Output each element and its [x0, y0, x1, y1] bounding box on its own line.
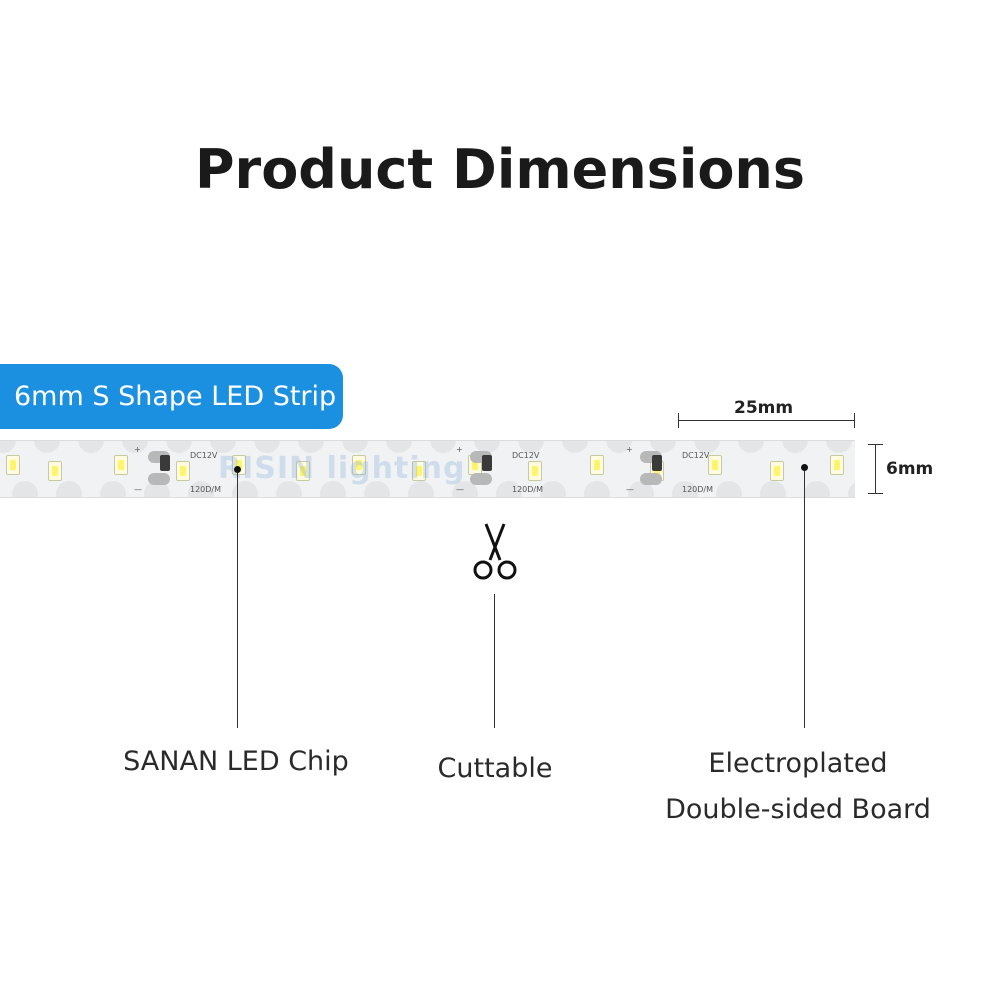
strip-pad: [298, 441, 324, 453]
scissors-icon: [473, 523, 517, 580]
polarity-minus-mark: —: [626, 485, 634, 494]
chip-callout-line: [237, 470, 238, 728]
cut-callout-label: Cuttable: [437, 753, 553, 784]
led-chip: [708, 455, 722, 475]
board-callout-label-line2: Double-sided Board: [665, 794, 931, 825]
width-dimension-tick-bottom: [868, 493, 883, 494]
strip-pad: [738, 441, 764, 453]
strip-pad: [144, 481, 170, 497]
strip-pad: [474, 441, 500, 453]
chip-callout-label: SANAN LED Chip: [123, 746, 349, 777]
resistor: [652, 455, 662, 471]
resistor: [160, 455, 170, 471]
strip-pad: [562, 441, 588, 453]
strip-pad: [760, 481, 786, 497]
solder-pad: [470, 473, 492, 485]
cut-callout-line: [494, 594, 495, 728]
strip-pad: [0, 441, 16, 453]
page-title: Product Dimensions: [194, 138, 806, 201]
strip-pad: [210, 441, 236, 453]
strip-pad: [848, 481, 855, 497]
led-chip: [412, 461, 426, 481]
strip-pad: [100, 481, 126, 497]
chip-callout-dot: [234, 466, 241, 473]
polarity-minus-mark: —: [134, 485, 142, 494]
strip-pad: [122, 441, 148, 453]
led-chip: [296, 461, 310, 481]
strip-pad: [826, 441, 852, 453]
solder-pad: [640, 473, 662, 485]
length-dimension-label: 25mm: [734, 398, 794, 418]
strip-pad: [408, 481, 434, 497]
length-dimension-tick-left: [678, 413, 679, 428]
voltage-mark: DC12V: [512, 451, 540, 460]
strip-pad: [694, 441, 720, 453]
strip-pad: [540, 481, 566, 497]
led-chip: [176, 461, 190, 481]
strip-pad: [166, 441, 192, 453]
strip-watermark: RISIN lighting: [218, 451, 466, 486]
density-mark: 120D/M: [512, 485, 544, 494]
strip-pad: [430, 441, 456, 453]
strip-pad: [650, 441, 676, 453]
strip-pad: [628, 481, 654, 497]
width-dimension-label: 6mm: [886, 459, 934, 479]
strip-pad: [672, 481, 698, 497]
strip-pad: [518, 441, 544, 453]
voltage-mark: DC12V: [682, 451, 710, 460]
led-chip: [590, 455, 604, 475]
polarity-plus-mark: +: [456, 445, 463, 454]
strip-pad: [232, 481, 258, 497]
length-dimension-tick-right: [854, 413, 855, 428]
strip-pad: [12, 481, 38, 497]
led-chip: [528, 461, 542, 481]
strip-pad: [496, 481, 522, 497]
density-mark: 120D/M: [190, 485, 222, 494]
strip-pad: [342, 441, 368, 453]
strip-pad: [364, 481, 390, 497]
led-chip: [830, 455, 844, 475]
strip-pad: [276, 481, 302, 497]
strip-pad: [188, 481, 214, 497]
led-chip: [114, 455, 128, 475]
led-chip: [770, 461, 784, 481]
strip-pad: [78, 441, 104, 453]
led-chip: [48, 461, 62, 481]
board-callout-dot: [801, 464, 808, 471]
strip-pad: [56, 481, 82, 497]
product-badge: 6mm S Shape LED Strip: [0, 364, 343, 429]
polarity-minus-mark: —: [456, 485, 464, 494]
resistor: [482, 455, 492, 471]
polarity-plus-mark: +: [626, 445, 633, 454]
polarity-plus-mark: +: [134, 445, 141, 454]
voltage-mark: DC12V: [190, 451, 218, 460]
board-callout-line: [804, 468, 805, 728]
strip-pad: [606, 441, 632, 453]
width-dimension-line: [875, 444, 876, 493]
solder-pad: [148, 473, 170, 485]
strip-pad: [584, 481, 610, 497]
board-callout-label-line1: Electroplated: [708, 748, 888, 779]
strip-pad: [254, 441, 280, 453]
led-chip: [352, 455, 366, 475]
led-chip: [6, 455, 20, 475]
strip-pad: [320, 481, 346, 497]
strip-pad: [716, 481, 742, 497]
strip-pad: [452, 481, 478, 497]
strip-pad: [782, 441, 808, 453]
density-mark: 120D/M: [682, 485, 714, 494]
strip-pad: [804, 481, 830, 497]
strip-pad: [34, 441, 60, 453]
strip-pad: [386, 441, 412, 453]
length-dimension-line: [678, 420, 855, 421]
